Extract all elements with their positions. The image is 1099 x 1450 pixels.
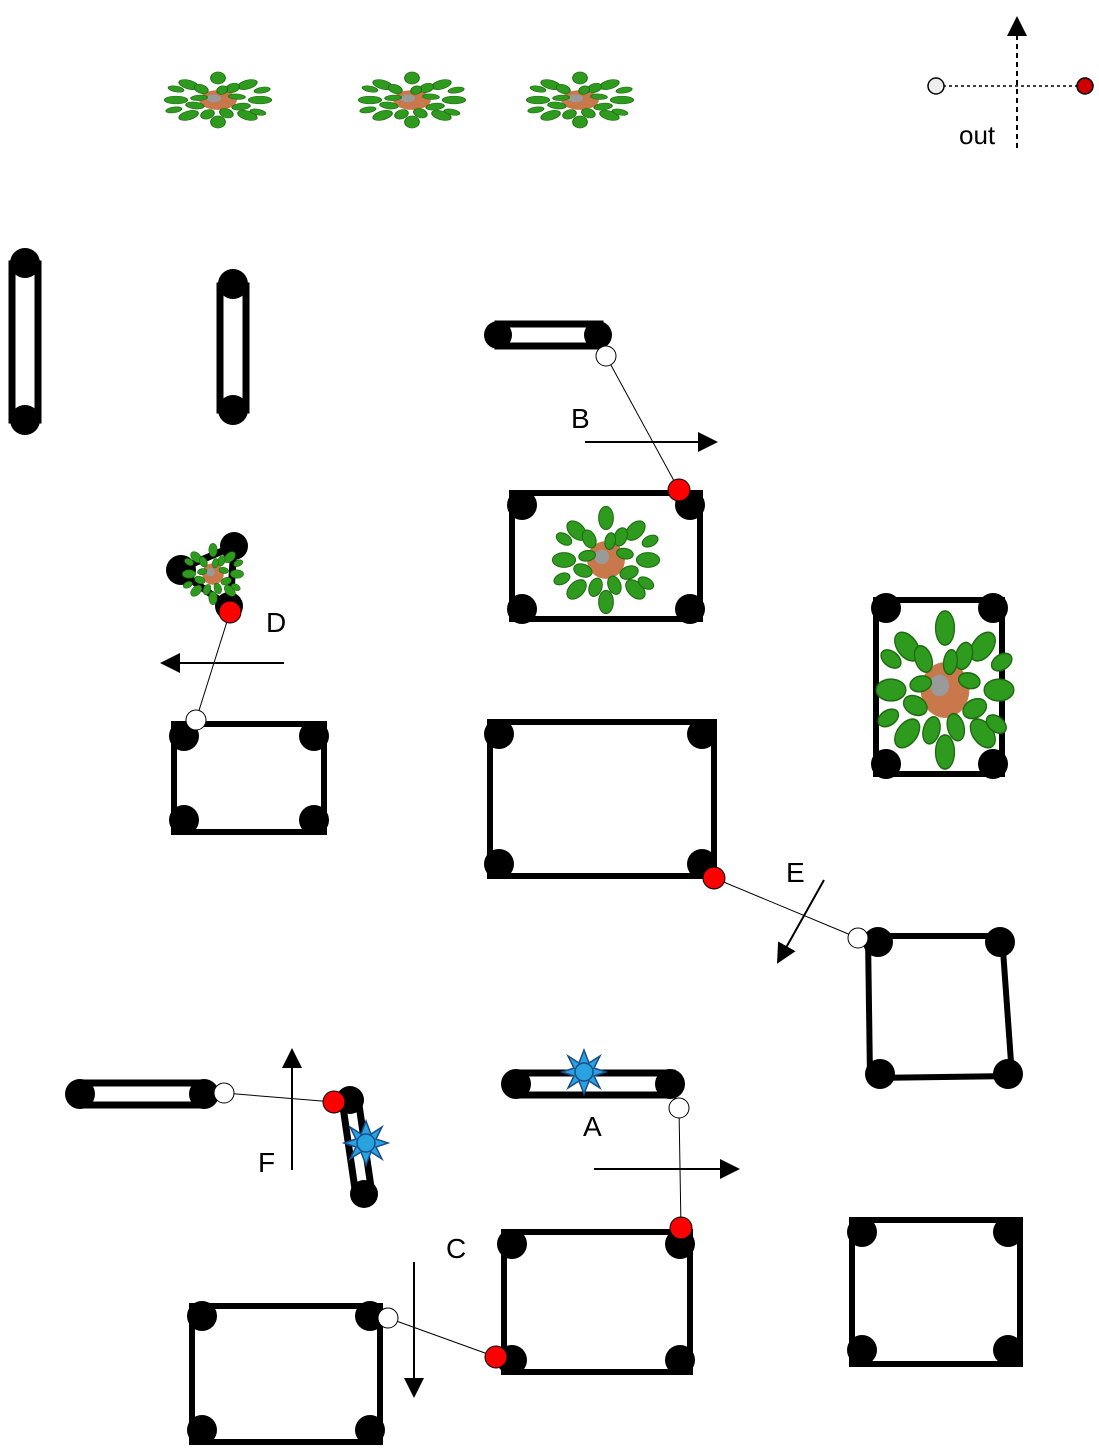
horizontal-bar-a: [501, 1050, 685, 1099]
connector-d-white-joint: [186, 710, 206, 730]
star-burst-icon: [344, 1121, 388, 1165]
connector-f-white-joint: [214, 1083, 234, 1103]
frame-bottom-center: [497, 1229, 695, 1375]
plant-small-2: [358, 72, 466, 128]
legend-out-label: out: [959, 120, 996, 150]
frame-large-center: [484, 719, 717, 879]
vertical-bar-2: [218, 269, 248, 425]
legend: out: [928, 18, 1093, 150]
horizontal-bar-f: [65, 1079, 219, 1109]
connector-c-label: C: [446, 1233, 466, 1264]
connector-e-white-joint: [848, 928, 868, 948]
connector-d-label: D: [266, 607, 286, 638]
plant-right: [876, 611, 1015, 769]
connector-b-white-joint: [596, 346, 616, 366]
connector-a-label: A: [583, 1111, 602, 1142]
planter-frame-right: [871, 593, 1014, 779]
connector-e-red-joint: [703, 867, 725, 889]
vertical-bar-1: [10, 248, 40, 435]
connector-c-white-joint: [378, 1308, 398, 1328]
legend-red-dot: [1077, 78, 1093, 94]
connector-a-white-joint: [669, 1098, 689, 1118]
connector-b-red-joint: [668, 479, 690, 501]
frame-bottom-right: [847, 1217, 1023, 1365]
planter-frame-center: [507, 490, 705, 624]
plant-center: [552, 506, 660, 613]
connector-c-red-joint: [485, 1346, 507, 1368]
connector-a-red-joint: [670, 1217, 692, 1239]
plant-small-3: [526, 72, 634, 128]
connector-b-label: B: [571, 403, 590, 434]
connector-e-label: E: [786, 857, 805, 888]
star-burst-icon: [562, 1050, 606, 1094]
connector-f-label: F: [258, 1147, 275, 1178]
connector-d-red-joint: [219, 601, 241, 623]
connector-f-red-joint: [323, 1091, 345, 1113]
legend-white-dot: [928, 78, 944, 94]
plant-small-1: [164, 72, 272, 128]
plant-triangle: [182, 543, 244, 604]
horizontal-bar-b: [484, 321, 612, 349]
frame-left-middle: [169, 721, 329, 835]
frame-bottom-left: [187, 1301, 385, 1445]
frame-skewed-right: [863, 927, 1023, 1089]
